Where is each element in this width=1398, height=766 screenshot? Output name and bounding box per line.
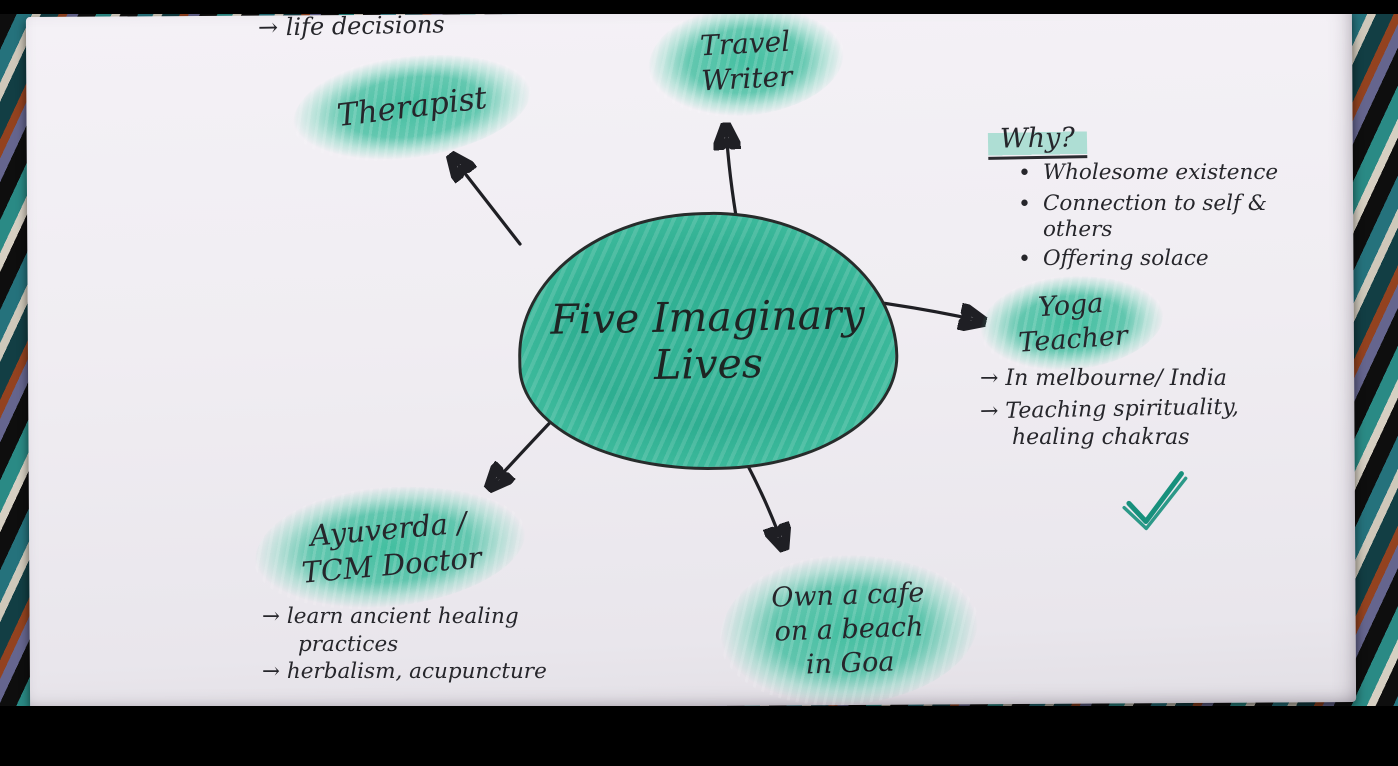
travel-writer-label: Travel Writer bbox=[699, 24, 794, 99]
bullet-text: Offering solace bbox=[1042, 245, 1209, 271]
bullet-text: Wholesome existence bbox=[1042, 160, 1279, 185]
branch-travel-writer: Travel Writer bbox=[645, 0, 847, 122]
ayurveda-note-healing: → learn ancient healing bbox=[262, 604, 519, 629]
yoga-note-teaching-spirituality: → Teaching spirituality, bbox=[979, 394, 1240, 425]
branch-ayurveda-tcm: Ayuverda / TCM Doctor bbox=[249, 475, 531, 619]
center-node-five-imaginary-lives: Five Imaginary Lives bbox=[515, 208, 901, 474]
cafe-line3: in Goa bbox=[805, 646, 895, 681]
bullet-item: Offering solace bbox=[1012, 246, 1322, 274]
center-title-line2: Lives bbox=[653, 339, 764, 389]
cafe-label: Own a cafe on a beach in Goa bbox=[771, 577, 928, 684]
cafe-line2: on a beach bbox=[774, 611, 924, 648]
yoga-teacher-label: Yoga Teacher bbox=[1015, 286, 1129, 361]
arrow-to-cafe bbox=[744, 460, 783, 546]
bullet-item: Connection to self & others bbox=[1012, 191, 1322, 243]
yoga-note-melbourne-india: → In melbourne/ India bbox=[980, 366, 1227, 391]
cafe-line1: Own a cafe bbox=[770, 577, 925, 615]
why-heading: Why? bbox=[987, 121, 1088, 160]
travel-writer-line2: Writer bbox=[700, 59, 794, 98]
bullet-item: Wholesome existence bbox=[1012, 160, 1322, 188]
letterbox-bottom bbox=[0, 706, 1398, 766]
yoga-line1: Yoga bbox=[1037, 288, 1105, 324]
bullet-text: Connection to self & others bbox=[1042, 190, 1267, 242]
yoga-line2: Teacher bbox=[1017, 320, 1129, 359]
ayurveda-note-herbalism: → herbalism, acupuncture bbox=[262, 659, 547, 684]
ayurveda-label: Ayuverda / TCM Doctor bbox=[297, 503, 483, 591]
center-title-line1: Five Imaginary bbox=[549, 290, 866, 344]
therapist-label: Therapist bbox=[335, 79, 489, 134]
travel-writer-line1: Travel bbox=[699, 24, 791, 63]
yoga-note-healing-chakras: healing chakras bbox=[1012, 425, 1190, 450]
why-bullet-list: Wholesome existence Connection to self &… bbox=[1012, 160, 1322, 276]
letterbox-top bbox=[0, 0, 1398, 14]
checkmark-icon bbox=[1118, 468, 1191, 540]
branch-cafe-goa: Own a cafe on a beach in Goa bbox=[717, 550, 981, 710]
arrow-to-therapist bbox=[453, 158, 522, 246]
life-decisions-note: → life decisions bbox=[257, 10, 445, 42]
branch-therapist: Therapist bbox=[286, 41, 538, 173]
ayurveda-note-practices: practices bbox=[298, 632, 399, 657]
branch-yoga-teacher: Yoga Teacher bbox=[976, 269, 1168, 377]
